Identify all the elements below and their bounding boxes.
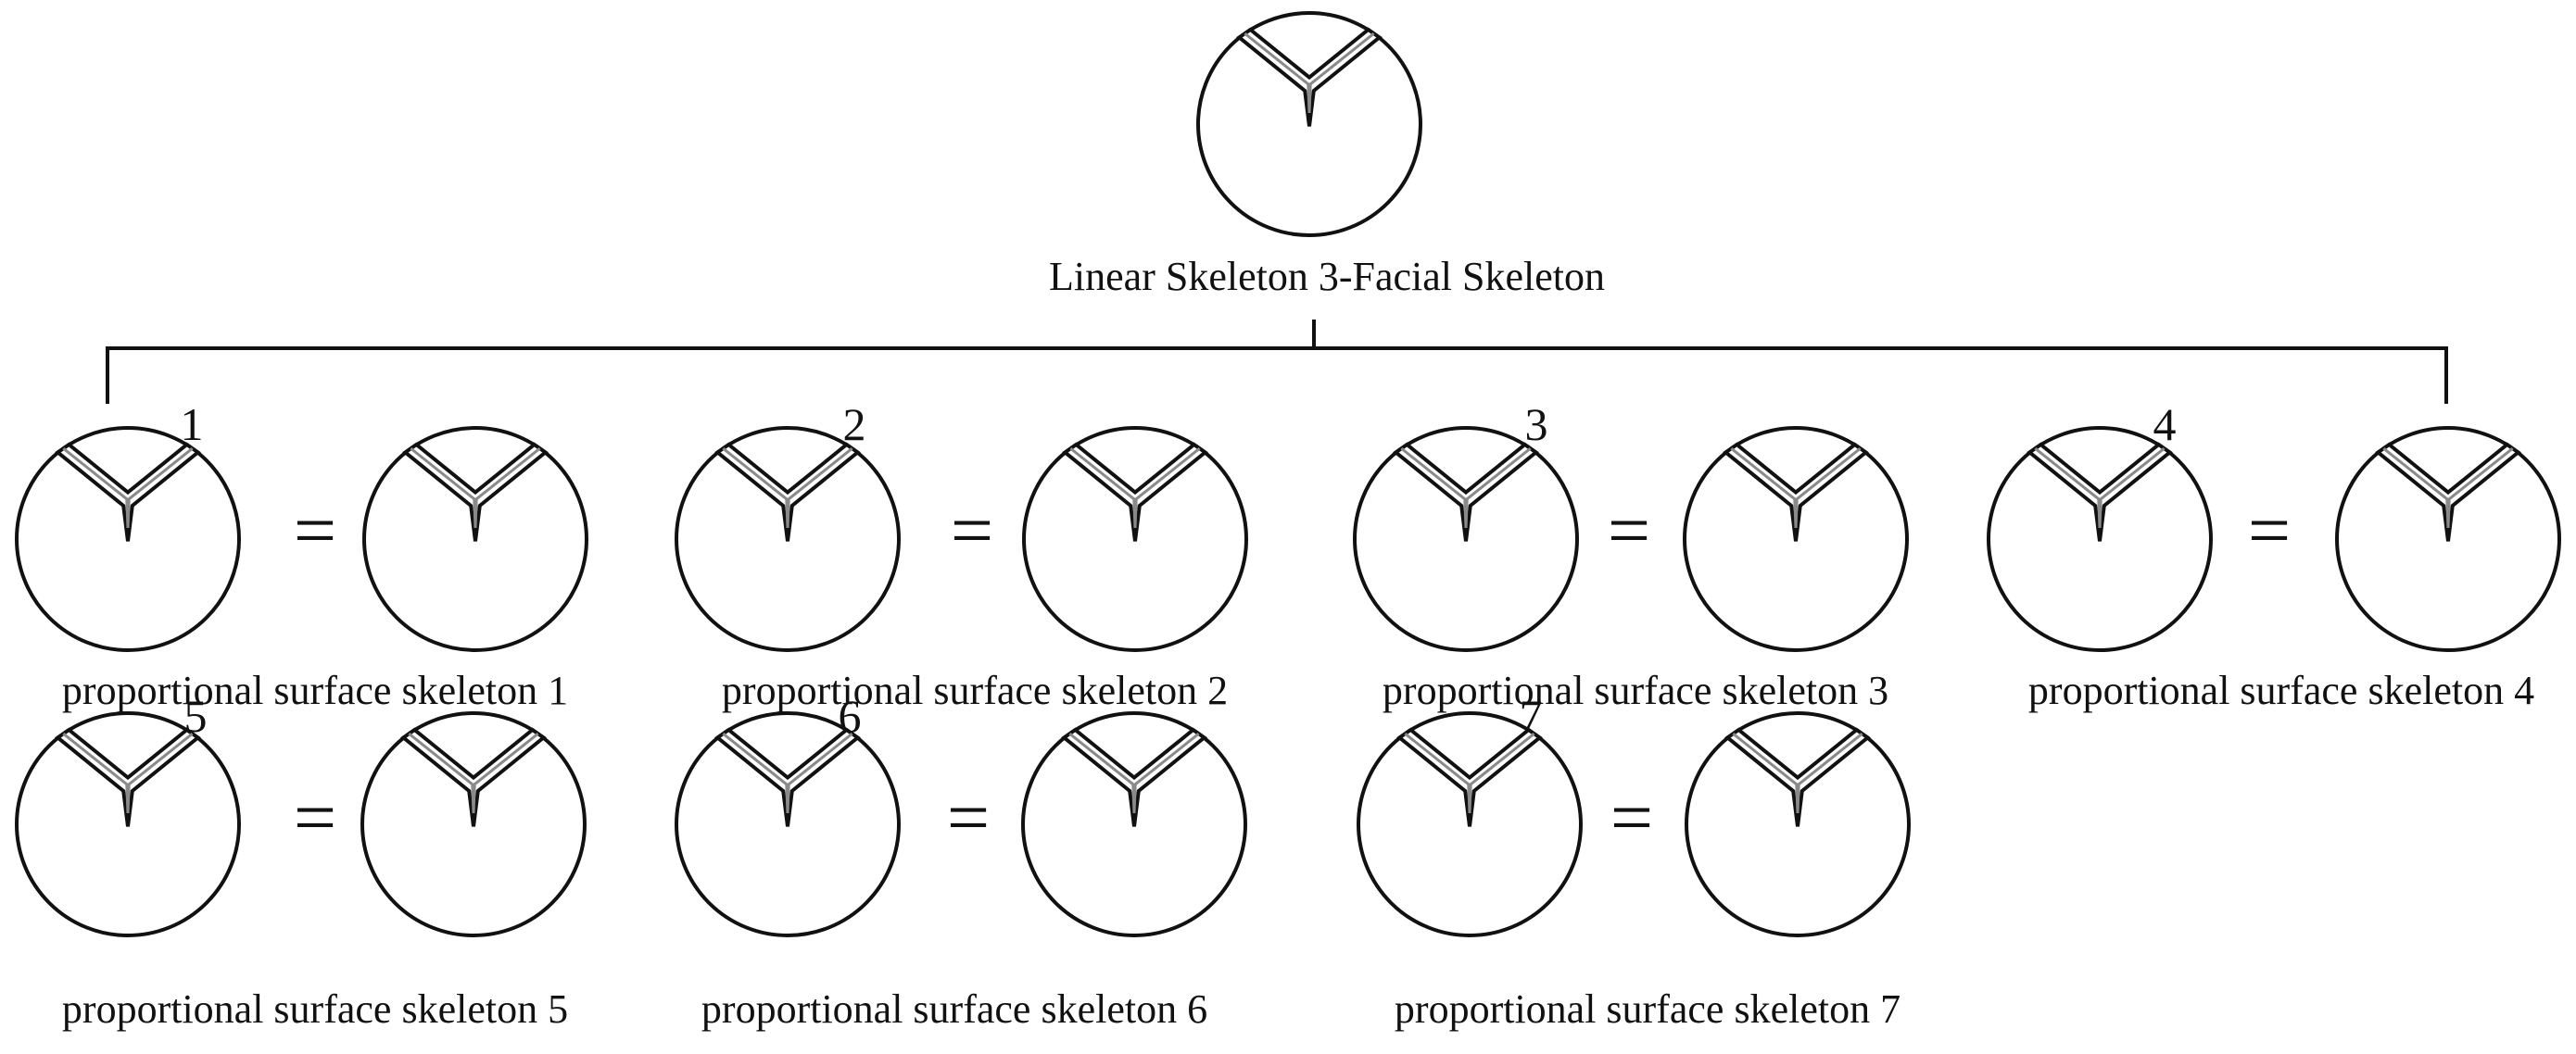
group-3-left-skeleton [1353,426,1579,652]
group-4-right-skeleton [2335,426,2561,652]
skeleton-inner-line [1244,32,1375,114]
group-4-caption: proportional surface skeleton 4 [2028,668,2534,713]
group-2-equals-sign: = [951,488,993,572]
group-6-left-skeleton [675,711,901,937]
skeleton-v-channel [402,442,549,542]
group-7-left-skeleton [1357,711,1583,937]
skeleton-v-channel [2027,442,2173,542]
skeleton-v-channel [1236,27,1383,127]
skeleton-v-channel [400,727,547,827]
group-1: 1 = proportional surface skeleton 1 [15,398,588,713]
group-2-right-skeleton [1022,426,1248,652]
group-5-caption: proportional surface skeleton 5 [62,986,568,1032]
group-3-caption: proportional surface skeleton 3 [1383,668,1888,713]
group-2-number: 2 [843,398,866,450]
skeleton-v-channel [1393,442,1539,542]
skeleton-v-channel [1724,727,1871,827]
group-6-equals-sign: = [947,775,990,860]
skeleton-v-channel [1061,727,1207,827]
root-node: Linear Skeleton 3-Facial Skeleton [1049,11,1605,299]
skeleton-v-channel [1396,727,1543,827]
group-5-left-skeleton [15,711,241,937]
group-7-equals-sign: = [1610,775,1653,860]
group-3-right-skeleton [1683,426,1909,652]
group-2-caption: proportional surface skeleton 2 [722,668,1228,713]
group-5-equals-sign: = [294,775,336,860]
skeleton-inner-line [2034,447,2166,529]
group-7: 7 = proportional surface skeleton 7 [1357,690,1911,1032]
group-3-equals-sign: = [1608,488,1650,572]
group-4-left-skeleton [1987,426,2213,652]
skeleton-inner-line [410,447,541,529]
group-5: 5 = proportional surface skeleton 5 [15,690,587,1032]
skeleton-inner-line [62,733,194,814]
skeleton-inner-line [722,733,853,814]
group-2: 2 = proportional surface skeleton 2 [675,398,1248,713]
skeleton-v-channel [1062,442,1208,542]
skeleton-inner-line [1400,447,1532,529]
skeleton-v-channel [55,727,201,827]
skeleton-inner-line [1404,733,1535,814]
group-1-number: 1 [181,398,204,450]
group-5-number: 5 [184,690,208,742]
skeleton-inner-line [408,733,539,814]
group-1-left-skeleton [15,426,241,652]
group-2-left-skeleton [675,426,901,652]
group-7-caption: proportional surface skeleton 7 [1395,986,1900,1032]
skeleton-v-channel [2375,442,2521,542]
skeleton-inner-line [1732,733,1863,814]
group-7-right-skeleton [1685,711,1911,937]
skeleton-v-channel [714,727,861,827]
group-4: 4 = proportional surface skeleton 4 [1987,398,2561,713]
skeleton-v-channel [55,442,201,542]
group-1-equals-sign: = [294,488,336,572]
group-6-right-skeleton [1021,711,1247,937]
skeleton-v-channel [714,442,861,542]
group-3-number: 3 [1525,398,1548,450]
skeleton-inner-line [2382,447,2514,529]
skeleton-inner-line [62,447,194,529]
root-title: Linear Skeleton 3-Facial Skeleton [1049,254,1605,299]
group-1-caption: proportional surface skeleton 1 [62,668,568,713]
skeleton-inner-line [1069,447,1201,529]
group-5-right-skeleton [360,711,587,937]
group-6-caption: proportional surface skeleton 6 [701,986,1207,1032]
tree-bracket [106,320,2448,404]
group-3: 3 = proportional surface skeleton 3 [1353,398,1909,713]
root-skeleton-circle [1196,11,1422,237]
skeleton-inner-line [722,447,853,529]
skeleton-v-channel [1723,442,1869,542]
group-6-number: 6 [839,690,862,742]
group-4-equals-sign: = [2248,488,2291,572]
skeleton-inner-line [1730,447,1862,529]
group-7-number: 7 [1520,690,1543,742]
group-6: 6 = proportional surface skeleton 6 [675,690,1247,1032]
skeleton-inner-line [1068,733,1200,814]
group-1-right-skeleton [362,426,588,652]
group-4-number: 4 [2153,398,2177,450]
